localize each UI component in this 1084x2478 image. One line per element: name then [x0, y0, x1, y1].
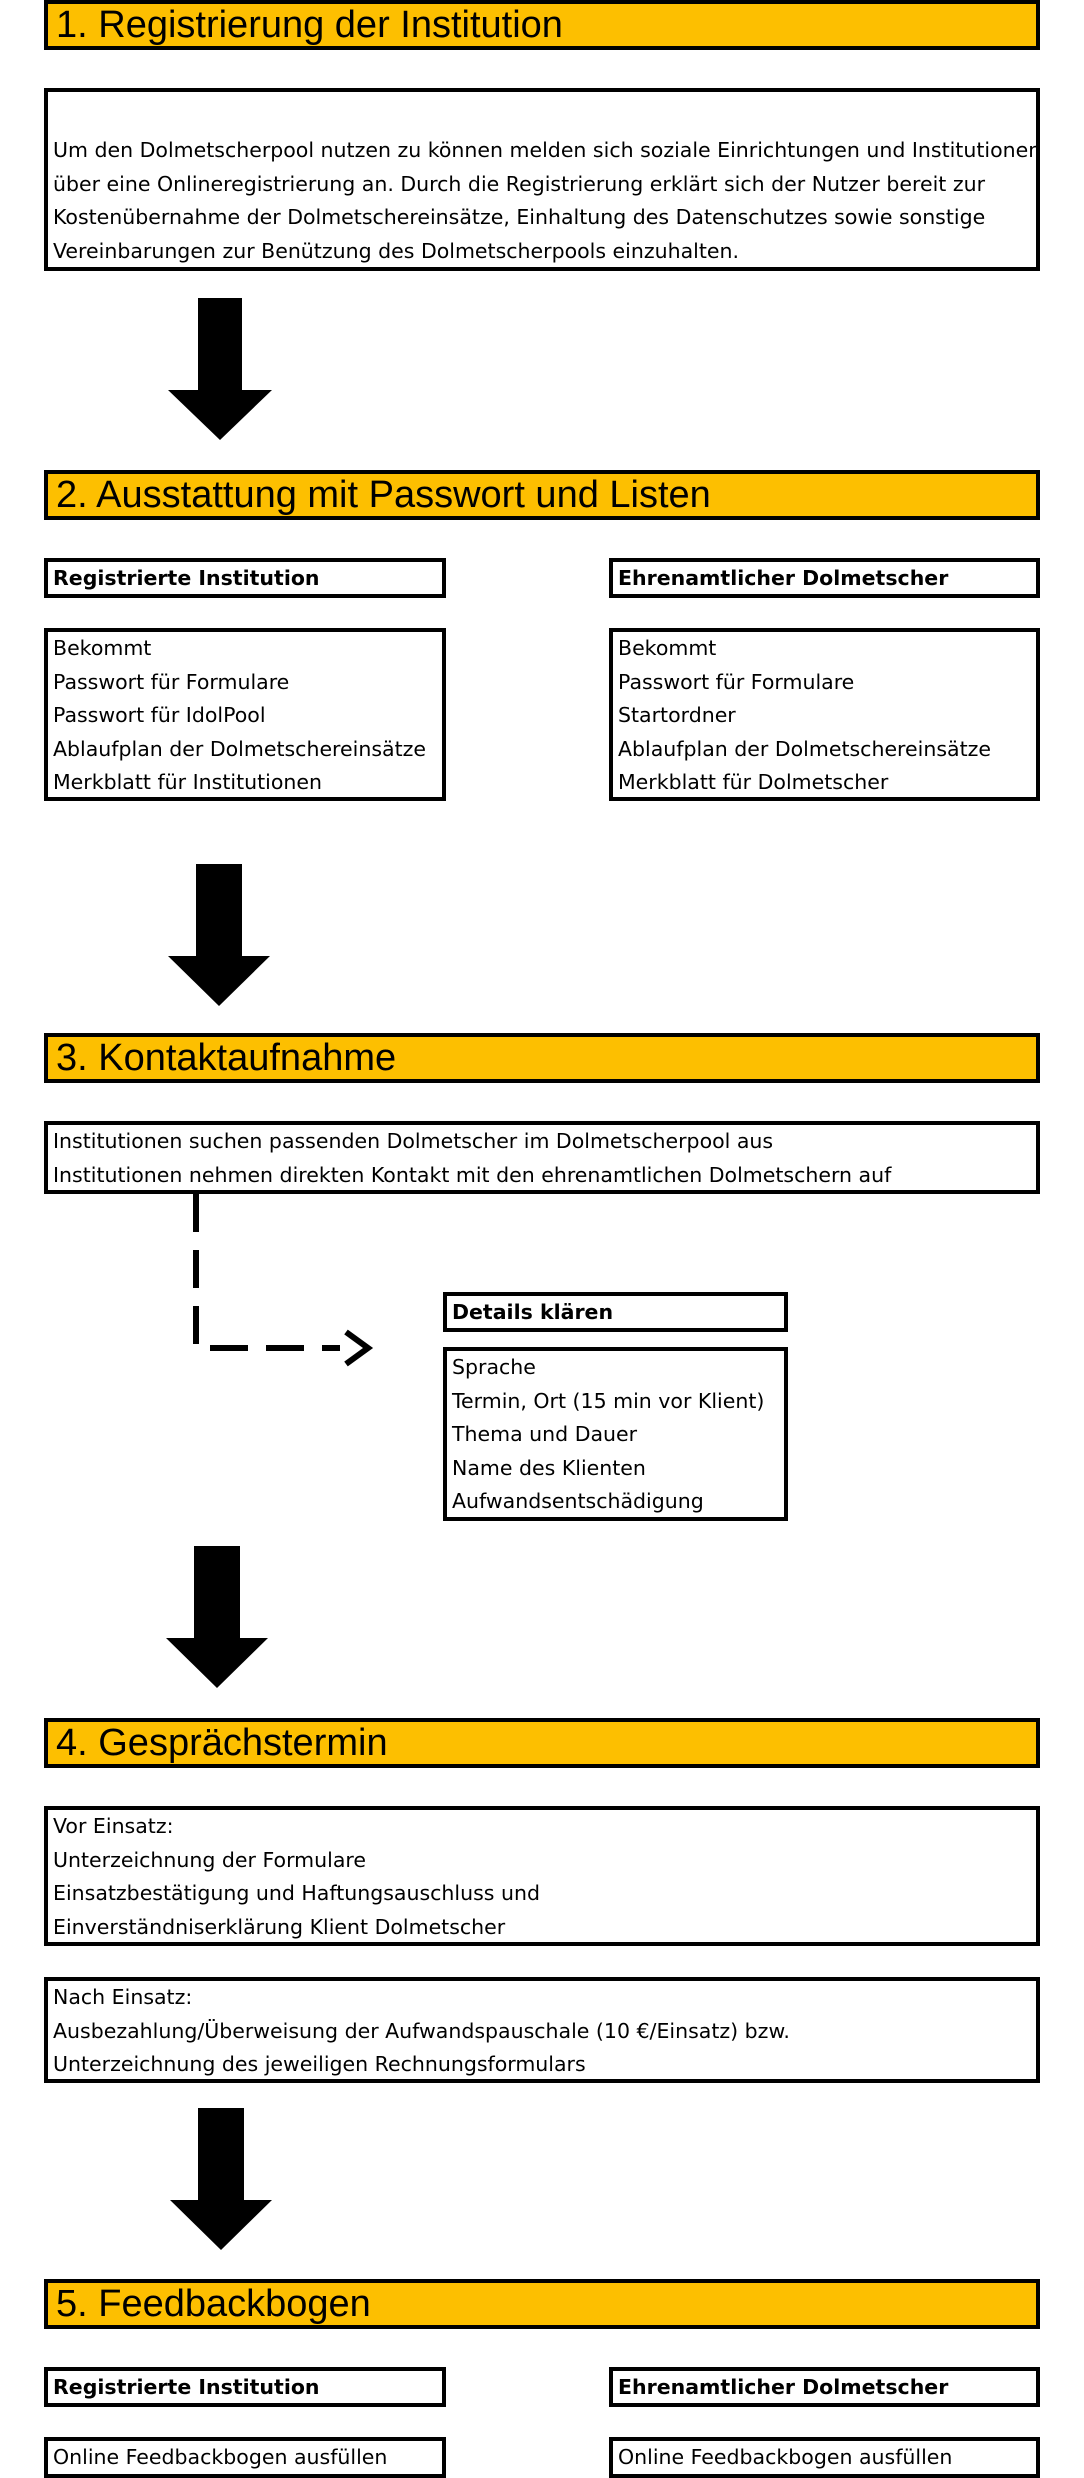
- step2-left-line-4: Ablaufplan der Dolmetschereinsätze: [53, 736, 426, 761]
- step2-right-line-5: Merkblatt für Dolmetscher: [618, 770, 889, 794]
- step5-right-title: Ehrenamtlicher Dolmetscher: [609, 2367, 1040, 2407]
- step5-left-action: Online Feedbackbogen ausfüllen: [44, 2437, 446, 2478]
- step3-details-title: Details klären: [443, 1292, 788, 1332]
- step4-after-box: Nach Einsatz: Ausbezahlung/Überweisung d…: [44, 1977, 1040, 2083]
- step3-line-2: Institutionen nehmen direkten Kontakt mi…: [53, 1162, 892, 1187]
- step2-right-line-4: Ablaufplan der Dolmetschereinsätze: [618, 736, 991, 761]
- step4-before-line-3: Einsatzbestätigung und Haftungsauschluss…: [53, 1881, 540, 1905]
- step2-header: 2. Ausstattung mit Passwort und Listen: [44, 470, 1040, 520]
- step5-header: 5. Feedbackbogen: [44, 2279, 1040, 2329]
- step1-line-1: Um den Dolmetscherpool nutzen zu können …: [53, 138, 1040, 162]
- step1-line-4: Vereinbarungen zur Benützung des Dolmets…: [53, 238, 740, 263]
- step2-right-list: Bekommt Passwort für Formulare Startordn…: [609, 628, 1040, 801]
- step4-after-line-3: Unterzeichnung des jeweiligen Rechnungsf…: [53, 2052, 586, 2076]
- arrow-down-icon: [168, 298, 272, 440]
- step1-line-3: Kostenübernahme der Dolmetschereinsätze,…: [53, 205, 986, 229]
- step4-after-line-2: Ausbezahlung/Überweisung der Aufwandspau…: [53, 2018, 790, 2043]
- step2-left-line-3: Passwort für IdolPool: [53, 703, 266, 727]
- step2-right-line-2: Passwort für Formulare: [618, 669, 855, 694]
- step2-left-line-5: Merkblatt für Institutionen: [53, 770, 322, 794]
- step3-details-line-5: Aufwandsentschädigung: [452, 1489, 704, 1513]
- step1-header: 1. Registrierung der Institution: [44, 0, 1040, 50]
- step3-details-list: Sprache Termin, Ort (15 min vor Klient) …: [443, 1347, 788, 1521]
- arrow-down-icon: [170, 2108, 272, 2250]
- arrow-down-icon: [168, 864, 270, 1006]
- step2-right-line-1: Bekommt: [618, 636, 717, 660]
- step4-after-line-1: Nach Einsatz:: [53, 1985, 193, 2009]
- step3-details-line-4: Name des Klienten: [452, 1455, 646, 1480]
- step3-details-line-1: Sprache: [452, 1355, 536, 1379]
- step3-description-box: Institutionen suchen passenden Dolmetsch…: [44, 1121, 1040, 1194]
- step4-header: 4. Gesprächstermin: [44, 1718, 1040, 1768]
- step3-details-line-3: Thema und Dauer: [452, 1422, 638, 1446]
- step2-left-title: Registrierte Institution: [44, 558, 446, 598]
- step2-right-title: Ehrenamtlicher Dolmetscher: [609, 558, 1040, 598]
- step1-line-2: über eine Onlineregistrierung an. Durch …: [53, 171, 986, 196]
- step4-before-line-2: Unterzeichnung der Formulare: [53, 1847, 366, 1872]
- step2-right-line-3: Startordner: [618, 703, 736, 727]
- step5-left-title: Registrierte Institution: [44, 2367, 446, 2407]
- step1-description-box: Um den Dolmetscherpool nutzen zu können …: [44, 88, 1040, 271]
- arrow-down-icon: [166, 1546, 268, 1688]
- step2-left-line-1: Bekommt: [53, 636, 152, 660]
- step3-line-1: Institutionen suchen passenden Dolmetsch…: [53, 1129, 774, 1153]
- dashed-arrow-right-icon: [193, 1194, 374, 1367]
- step4-before-box: Vor Einsatz: Unterzeichnung der Formular…: [44, 1806, 1040, 1946]
- step2-left-list: Bekommt Passwort für Formulare Passwort …: [44, 628, 446, 801]
- step3-header: 3. Kontaktaufnahme: [44, 1033, 1040, 1083]
- step3-details-line-2: Termin, Ort (15 min vor Klient): [452, 1388, 765, 1413]
- step2-left-line-2: Passwort für Formulare: [53, 669, 290, 694]
- step5-right-action: Online Feedbackbogen ausfüllen: [609, 2437, 1040, 2478]
- step4-before-line-1: Vor Einsatz:: [53, 1814, 174, 1838]
- step4-before-line-4: Einverständniserklärung Klient Dolmetsch…: [53, 1914, 506, 1939]
